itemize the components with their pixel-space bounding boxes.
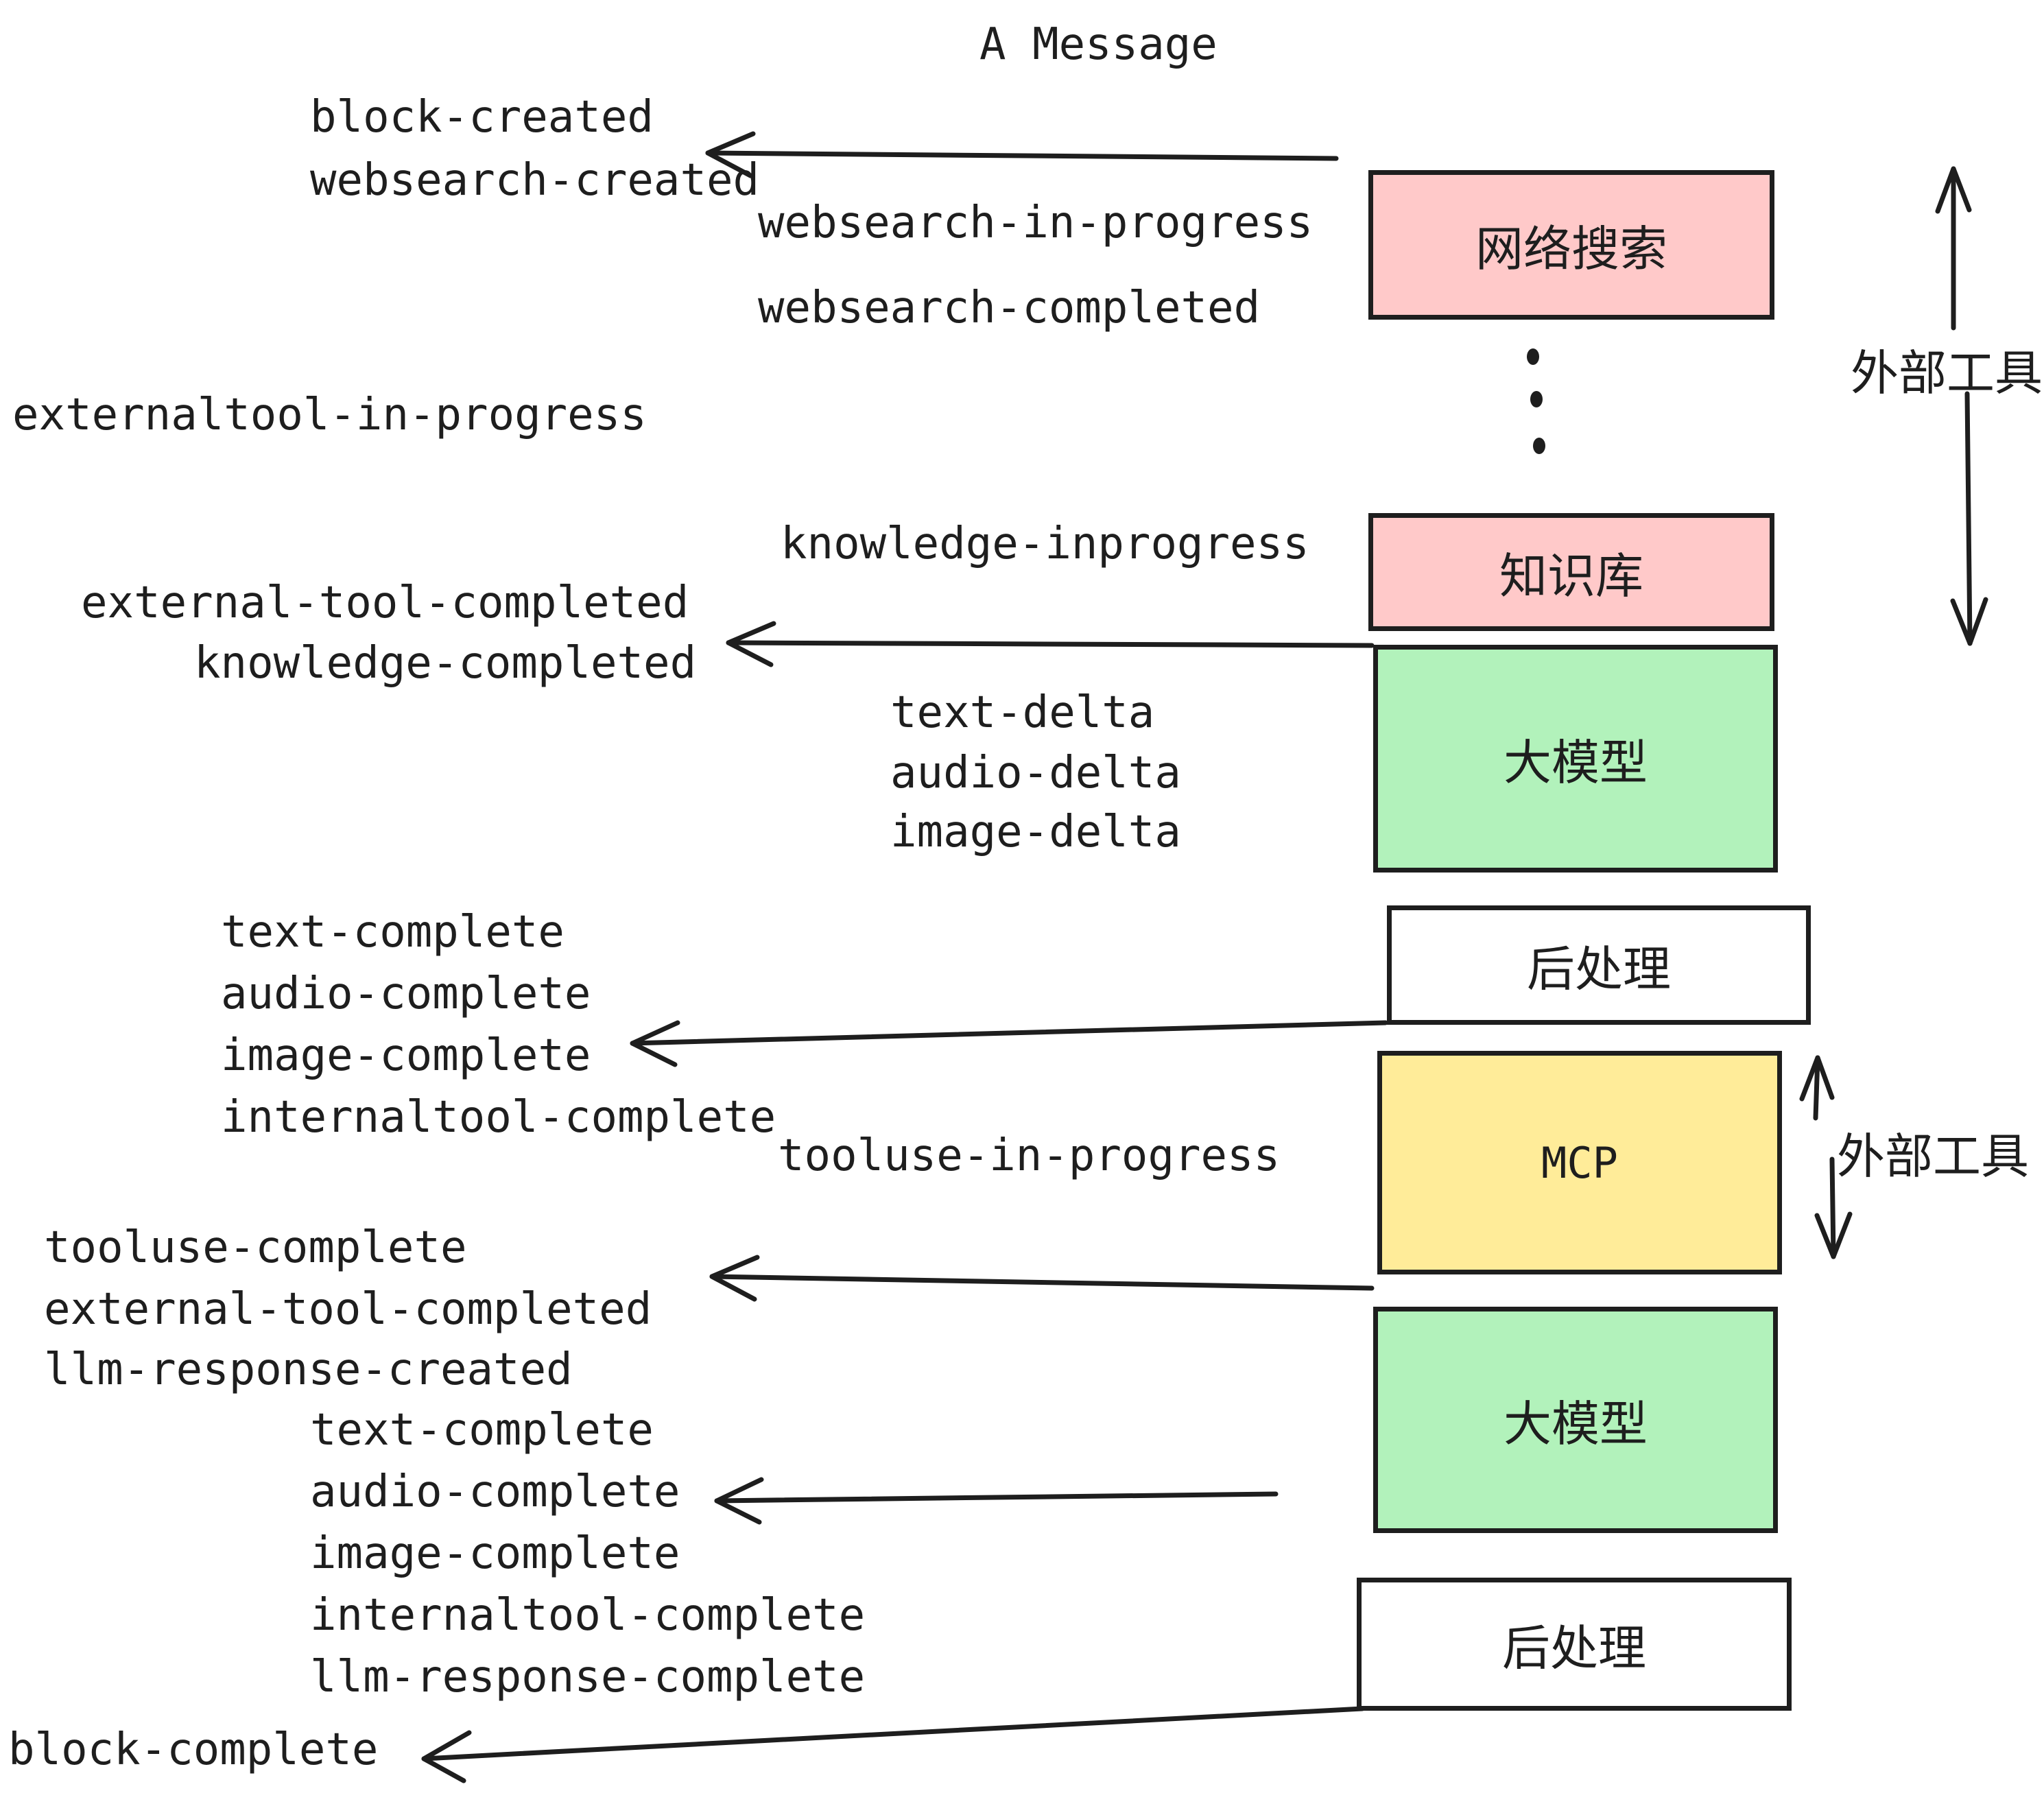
event-label-audio-complete-2: audio-complete — [310, 1467, 680, 1517]
llm-box-1-label: 大模型 — [1504, 734, 1648, 791]
event-label-external-tool-completed: external-tool-completed — [81, 578, 689, 628]
arrow-llm2-to-audio-complete — [714, 1477, 1279, 1525]
websearch-box: 网络搜索 — [1368, 170, 1774, 320]
arrow-llm1-to-knowledge-completed — [726, 621, 1375, 667]
event-label-text-complete: text-complete — [221, 907, 565, 958]
event-label-externaltool-in-progress: externaltool-in-progress — [12, 390, 647, 440]
event-label-websearch-in-progress: websearch-in-progress — [758, 198, 1314, 248]
event-label-external-tool-completed-2: external-tool-completed — [44, 1284, 652, 1335]
arrow-post1-to-image-complete — [630, 1020, 1388, 1067]
dots-more-tools-icon — [1527, 348, 1545, 454]
event-label-block-complete: block-complete — [8, 1724, 379, 1775]
event-label-websearch-created: websearch-created — [310, 155, 760, 206]
event-label-text-complete-2: text-complete — [310, 1405, 654, 1456]
websearch-box-label: 网络搜索 — [1475, 220, 1667, 277]
event-label-knowledge-inprogress: knowledge-inprogress — [781, 519, 1309, 569]
event-label-image-delta: image-delta — [890, 807, 1181, 857]
event-label-websearch-completed: websearch-completed — [758, 283, 1261, 333]
event-label-block-created: block-created — [310, 92, 654, 143]
knowledge-base-box: 知识库 — [1368, 513, 1774, 631]
postprocess-box-1: 后处理 — [1387, 905, 1811, 1025]
external-tools-up-arrow-mid — [1799, 1055, 1835, 1121]
event-label-knowledge-completed: knowledge-completed — [194, 638, 697, 689]
event-label-image-complete: image-complete — [221, 1030, 591, 1081]
event-label-llm-response-created: llm-response-created — [44, 1344, 573, 1395]
postprocess-box-2-label: 后处理 — [1502, 1619, 1646, 1676]
llm-box-1: 大模型 — [1373, 645, 1778, 873]
diagram-title: A Message — [979, 19, 1217, 70]
postprocess-box-2: 后处理 — [1357, 1578, 1792, 1711]
arrow-post2-to-block-complete — [421, 1706, 1365, 1783]
postprocess-box-1-label: 后处理 — [1527, 940, 1671, 997]
event-label-audio-complete: audio-complete — [221, 969, 591, 1019]
event-label-audio-delta: audio-delta — [890, 748, 1181, 798]
llm-box-2-label: 大模型 — [1504, 1395, 1648, 1452]
external-tools-label-top: 外部工具 — [1851, 345, 2043, 401]
llm-box-2: 大模型 — [1373, 1307, 1778, 1533]
arrow-websearch-to-block-created — [705, 131, 1339, 178]
external-tools-label-mid: 外部工具 — [1837, 1128, 2029, 1185]
knowledge-base-box-label: 知识库 — [1499, 547, 1643, 604]
arrow-to-tooluse-complete — [709, 1255, 1375, 1302]
event-label-internaltool-complete: internaltool-complete — [221, 1092, 776, 1143]
event-label-tooluse-in-progress: tooluse-in-progress — [778, 1130, 1281, 1181]
event-label-internaltool-complete-2: internaltool-complete — [310, 1590, 866, 1641]
mcp-box: MCP — [1377, 1051, 1782, 1274]
event-label-image-complete-2: image-complete — [310, 1528, 680, 1579]
event-label-llm-response-complete: llm-response-complete — [310, 1652, 866, 1702]
event-label-text-delta: text-delta — [890, 687, 1155, 738]
external-tools-down-arrow-top — [1950, 391, 1988, 646]
event-label-tooluse-complete: tooluse-complete — [44, 1222, 467, 1273]
mcp-box-label: MCP — [1541, 1137, 1618, 1188]
external-tools-up-arrow-top — [1935, 166, 1972, 331]
